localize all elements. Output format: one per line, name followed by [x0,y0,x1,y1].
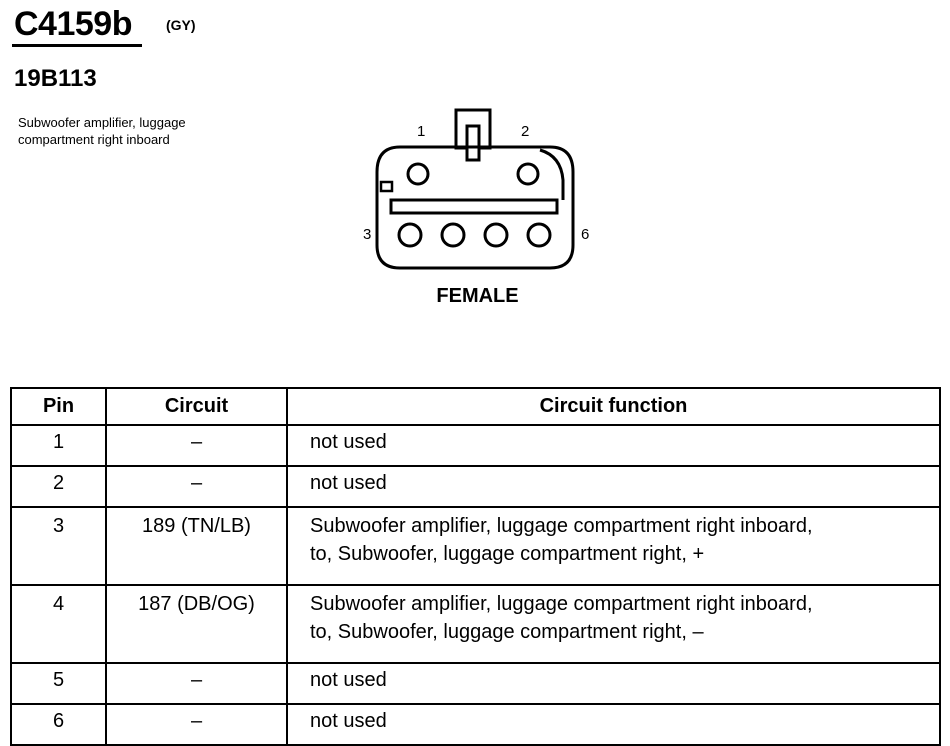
pin-label-1: 1 [417,123,426,140]
function-line-1: Subwoofer amplifier, luggage compartment… [310,593,813,615]
function-line-1: not used [310,669,387,691]
table-row: 3 189 (TN/LB) Subwoofer amplifier, lugga… [10,506,941,586]
connector-body-outline [375,145,575,270]
pin-cell: 1 [10,424,107,467]
table-row: 1 – not used [10,424,941,467]
connector-gender-label: FEMALE [436,285,519,307]
circuit-function-cell: Subwoofer amplifier, luggage compartment… [286,506,941,586]
pin-label-3: 3 [363,226,372,243]
circuit-function-cell: not used [286,662,941,705]
connector-key [379,180,394,193]
function-line-2: to, Subwoofer, luggage compartment right… [310,621,704,643]
pin-circuit-table: Pin Circuit Circuit function 1 – not use… [10,387,941,746]
circuit-function-cell: not used [286,424,941,467]
connector-header: C4159b (GY) 19B113 Subwoofer amplifier, … [0,0,950,160]
table-row: 5 – not used [10,662,941,705]
cavity-1 [406,162,430,186]
part-number: 19B113 [14,65,97,92]
circuit-cell: – [105,703,288,746]
circuit-cell: 189 (TN/LB) [105,506,288,586]
cavity-4 [440,222,466,248]
circuit-cell: – [105,465,288,508]
function-line-2: to, Subwoofer, luggage compartment right… [310,543,705,565]
cavity-6 [526,222,552,248]
cavity-3 [397,222,423,248]
circuit-function-cell: not used [286,703,941,746]
pin-cell: 3 [10,506,107,586]
connector-id-underline [12,44,142,47]
function-line-1: not used [310,472,387,494]
separator-bar [389,198,559,215]
column-header-circuit: Circuit [105,387,288,426]
pin-label-2: 2 [521,123,530,140]
connector-color-code: (GY) [166,17,196,33]
circuit-function-cell: not used [286,465,941,508]
pin-cell: 6 [10,703,107,746]
connector-face-drawing [375,108,575,270]
table-row: 6 – not used [10,703,941,746]
connector-face-diagram: 1 2 3 6 FEMALE [355,100,605,310]
table-row: 4 187 (DB/OG) Subwoofer amplifier, lugga… [10,584,941,664]
circuit-cell: – [105,424,288,467]
function-line-1: not used [310,710,387,732]
latch-slot [465,124,481,162]
table-header-row: Pin Circuit Circuit function [10,387,941,426]
pin-cell: 4 [10,584,107,664]
description-line-2: compartment right inboard [18,132,170,147]
circuit-cell: 187 (DB/OG) [105,584,288,664]
pin-cell: 2 [10,465,107,508]
column-header-pin: Pin [10,387,107,426]
connector-description: Subwoofer amplifier, luggage compartment… [18,114,268,148]
circuit-cell: – [105,662,288,705]
pin-cell: 5 [10,662,107,705]
function-line-1: not used [310,431,387,453]
connector-id: C4159b [14,5,132,43]
description-line-1: Subwoofer amplifier, luggage [18,115,186,130]
cavity-5 [483,222,509,248]
table-row: 2 – not used [10,465,941,508]
connector-keyway [539,148,565,200]
pin-label-6: 6 [581,226,590,243]
circuit-function-cell: Subwoofer amplifier, luggage compartment… [286,584,941,664]
cavity-2 [516,162,540,186]
column-header-circuit-function: Circuit function [286,387,941,426]
function-line-1: Subwoofer amplifier, luggage compartment… [310,515,813,537]
